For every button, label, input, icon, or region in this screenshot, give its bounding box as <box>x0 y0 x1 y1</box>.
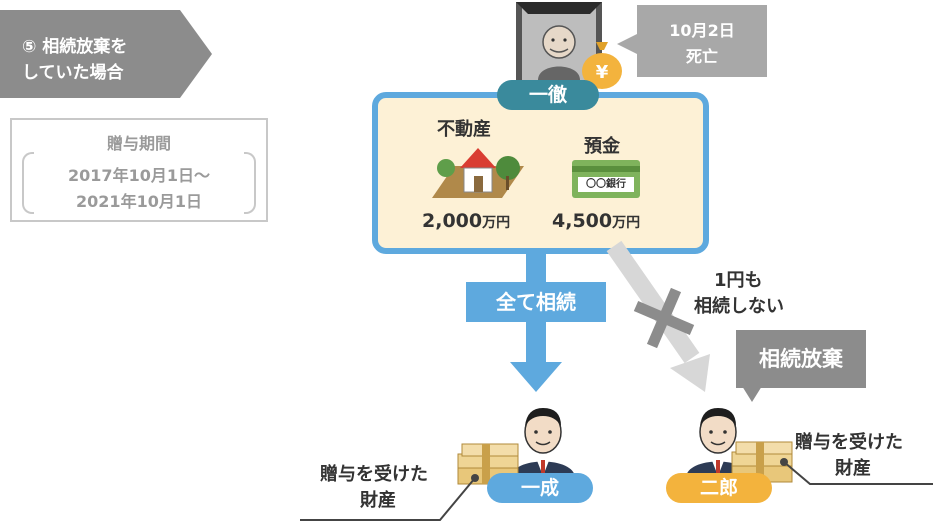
no-inherit-arrow <box>606 240 710 392</box>
heir-first-gift-line1: 贈与を受けた <box>320 464 428 485</box>
heir-first-gift-line2: 財産 <box>360 490 396 511</box>
svg-text:¥: ¥ <box>596 62 609 83</box>
heir-second-leader-line <box>780 458 933 485</box>
renounce-bubble-tail <box>742 386 762 402</box>
real-estate-amount-value: 2,000 <box>422 210 483 232</box>
no-inherit-line1: 1円も <box>714 270 763 291</box>
death-note: 10月2日 死亡 <box>637 5 767 77</box>
heir-second-gift-line1: 贈与を受けた <box>795 432 903 453</box>
no-inherit-line2: 相続しない <box>694 296 784 317</box>
real-estate-amount: 2,000万円 <box>422 210 510 232</box>
renounce-label: 相続放棄 <box>759 347 843 371</box>
real-estate-label: 不動産 <box>437 119 491 140</box>
bankbook-icon: 〇〇銀行 <box>572 160 640 198</box>
gift-period-end: 2021年10月1日 <box>76 192 202 211</box>
deposit-amount-unit: 万円 <box>612 215 641 231</box>
deposit-amount-value: 4,500 <box>552 210 613 232</box>
heir-second-gift-line2: 財産 <box>835 458 871 479</box>
left-bracket <box>22 152 34 214</box>
heir-first-leader-line <box>300 474 479 521</box>
house-icon <box>426 140 526 200</box>
case-tag-line2: していた場合 <box>22 63 124 83</box>
bankbook-label: 〇〇銀行 <box>578 177 634 192</box>
renounce-bubble: 相続放棄 <box>736 330 866 388</box>
deceased-name: 一徹 <box>497 80 599 110</box>
case-tag: ⑤ 相続放棄を していた場合 <box>0 10 212 98</box>
case-tag-line1: ⑤ 相続放棄を <box>22 37 128 57</box>
cross-mark-icon <box>633 287 695 349</box>
heir-first-name: 一成 <box>487 473 593 503</box>
inherit-label: 全て相続 <box>496 290 576 314</box>
money-bag-icon: ¥ <box>580 38 624 90</box>
bankbook-stripe <box>572 166 640 172</box>
gift-period-start: 2017年10月1日〜 <box>68 166 210 185</box>
inherit-arrow <box>510 252 562 392</box>
right-bracket <box>244 152 256 214</box>
deposit-label: 預金 <box>584 136 620 157</box>
inherit-label-box <box>466 282 606 322</box>
heir-second-name: 二郎 <box>666 473 772 503</box>
real-estate-amount-unit: 万円 <box>482 215 511 231</box>
death-status: 死亡 <box>685 47 718 66</box>
gift-period-box: 贈与期間 2017年10月1日〜 2021年10月1日 <box>10 118 268 222</box>
death-date: 10月2日 <box>669 21 735 40</box>
gift-period-title: 贈与期間 <box>106 134 171 153</box>
death-note-tail <box>617 34 637 54</box>
deposit-amount: 4,500万円 <box>552 210 640 232</box>
